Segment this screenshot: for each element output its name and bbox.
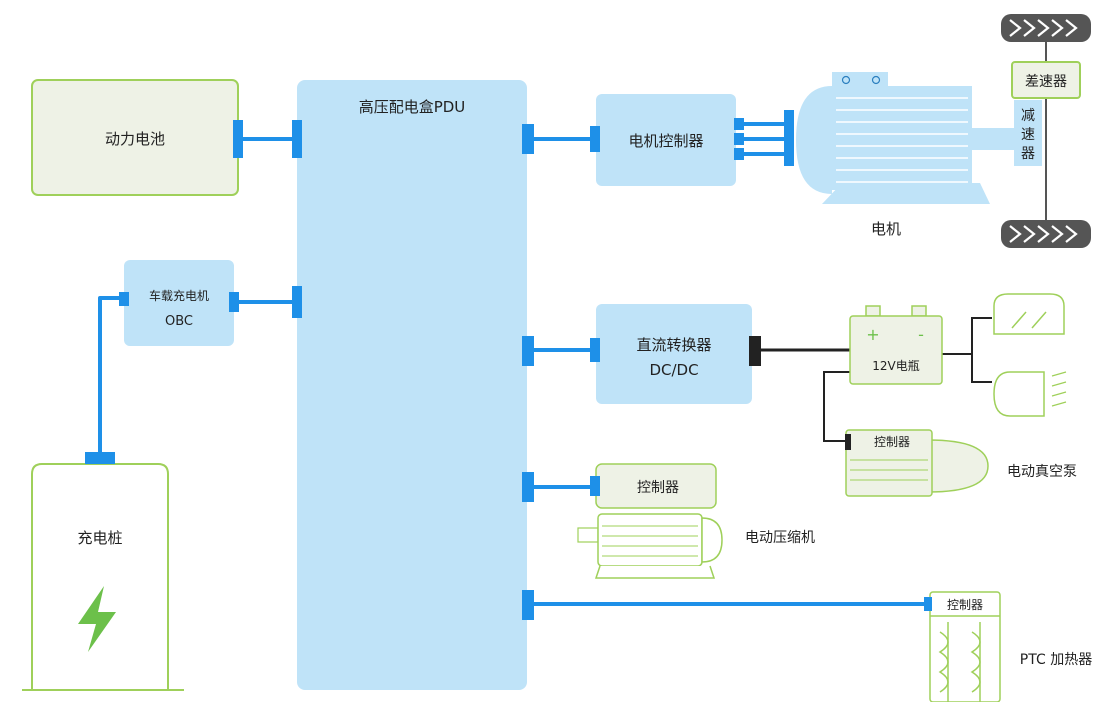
differential-label: 差速器: [1025, 74, 1067, 90]
vacuum-pump-controller-label: 控制器: [874, 435, 910, 449]
reducer-char-3: 器: [1021, 146, 1035, 162]
electric-compressor: 控制器 电动压缩机: [577, 463, 815, 579]
pdu-body: [297, 80, 527, 690]
battery-12v-terminal-l: [865, 305, 881, 317]
obc: 车载充电机 OBC: [124, 260, 234, 346]
wire-12v-vacuum: [823, 371, 860, 442]
motor-fins: [836, 97, 968, 183]
headlight-icon: [993, 371, 1067, 417]
wire-pile-obc: [98, 296, 126, 460]
charging-pile-body: [31, 463, 169, 690]
reducer-box: [1014, 100, 1042, 166]
connector-phase-c-out: [734, 148, 744, 160]
connector-obc-left: [119, 292, 129, 306]
battery-12v-terminal-r: [911, 305, 927, 317]
differential-box: [1011, 61, 1081, 99]
battery-12v-plus: +: [866, 325, 879, 344]
reducer-char-2: 速: [1021, 127, 1035, 143]
motor-controller: 电机控制器: [596, 94, 736, 186]
motor-label: 电机: [871, 220, 901, 238]
dcdc-label-line1: 直流转换器: [636, 336, 711, 354]
lv-wiring: [760, 317, 992, 442]
power-battery: 动力电池: [31, 79, 239, 196]
dcdc-body: [596, 304, 752, 404]
battery-12v-minus: -: [918, 325, 924, 344]
connector-dcdc-in: [590, 338, 600, 362]
connector-pdu-out-ptc: [522, 590, 534, 620]
dcdc-label-line2: DC/DC: [649, 361, 698, 379]
connector-pdu-out-dcdc: [522, 336, 534, 366]
reducer-char-1: 减: [1021, 108, 1035, 124]
motor-bolt-1: [841, 75, 851, 85]
motor-bolt-2: [871, 75, 881, 85]
motor-shaft: [972, 128, 1014, 150]
ptc-label: PTC 加热器: [1020, 652, 1092, 668]
motor: 电机: [796, 72, 1014, 238]
connector-vacuum-in: [845, 434, 851, 450]
vacuum-pump-dome: [927, 439, 989, 493]
connector-dcdc-out: [749, 336, 761, 366]
motor-end-bell: [796, 86, 832, 194]
pdu-box: 高压配电盒PDU: [297, 80, 527, 690]
connector-pile: [85, 452, 115, 464]
wire-12v-headlight: [942, 353, 992, 383]
connector-ptc-in: [924, 597, 932, 611]
battery-12v-label: 12V电瓶: [872, 359, 919, 373]
ptc-heater: 控制器 PTC 加热器: [929, 591, 1092, 702]
obc-body: [124, 260, 234, 346]
connector-compressor-in: [590, 476, 600, 496]
motor-housing: [832, 86, 972, 190]
compressor-motor-icon: [577, 513, 723, 579]
connector-pdu-out-compressor: [522, 472, 534, 502]
ptc-controller-label: 控制器: [947, 598, 983, 612]
vacuum-pump-label: 电动真空泵: [1007, 464, 1077, 480]
compressor-label: 电动压缩机: [745, 530, 815, 546]
drivetrain: 差速器 减 速 器: [1001, 14, 1091, 248]
connector-motorctrl-in: [590, 126, 600, 152]
vacuum-pump: 控制器 电动真空泵: [845, 429, 1077, 497]
tire-top-icon: [1001, 14, 1091, 42]
charging-pile: 充电桩: [22, 463, 184, 691]
connector-motor-in: [784, 110, 794, 166]
connector-phase-a-out: [734, 118, 744, 130]
connectors: [85, 110, 932, 620]
obc-label-line1: 车载充电机: [149, 288, 209, 303]
pdu-label: 高压配电盒PDU: [359, 98, 466, 116]
compressor-controller-label: 控制器: [637, 480, 679, 496]
charging-pile-label: 充电桩: [77, 529, 122, 547]
connector-obc-right: [229, 292, 239, 312]
tire-bottom-icon: [1001, 220, 1091, 248]
connector-battery: [233, 120, 243, 158]
dcdc-converter: 直流转换器 DC/DC: [596, 304, 752, 404]
wire-12v-wiper: [971, 317, 992, 354]
motor-controller-body: [596, 94, 736, 186]
wiper-icon: [993, 293, 1065, 335]
connector-pdu-out-motor: [522, 124, 534, 154]
connector-pdu-in-obc: [292, 286, 302, 318]
heating-element-icon: [938, 622, 981, 702]
battery-12v: + - 12V电瓶: [849, 305, 943, 385]
lightning-bolt-icon: [78, 586, 116, 652]
power-battery-label: 动力电池: [105, 130, 165, 148]
battery-12v-body: [849, 315, 943, 385]
obc-label-line2: OBC: [165, 314, 193, 329]
motor-controller-label: 电机控制器: [628, 132, 703, 150]
connector-phase-b-out: [734, 133, 744, 145]
connector-pdu-in-top: [292, 120, 302, 158]
